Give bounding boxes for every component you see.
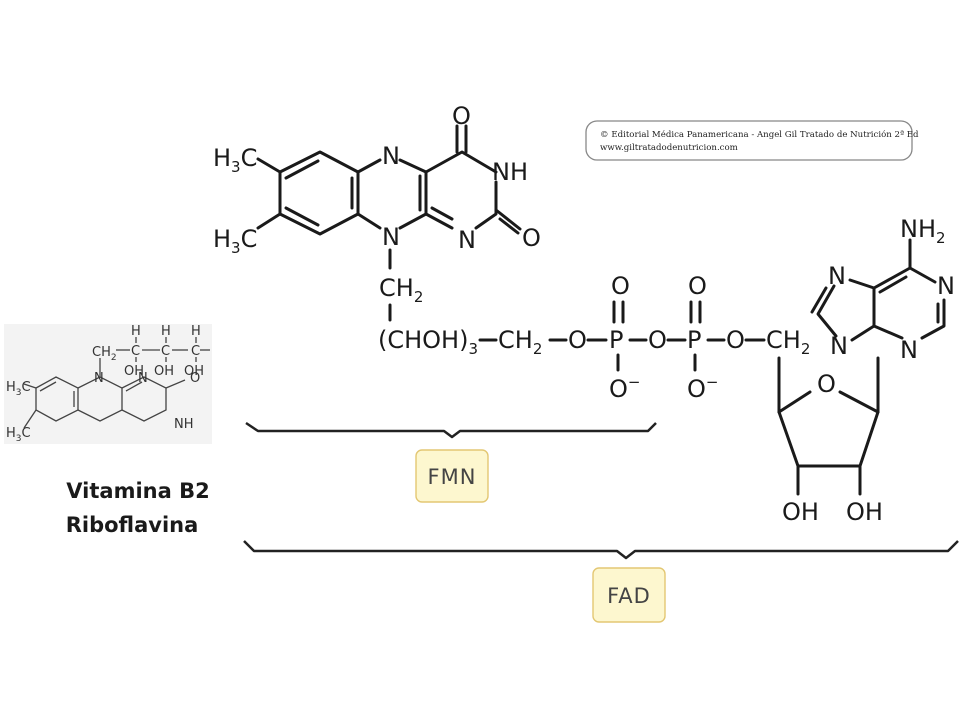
bond-c4-o	[777, 390, 812, 414]
inset-h-2-label: H	[161, 324, 171, 339]
inset-double-1	[39, 381, 57, 392]
fmn-label-box: FMN	[415, 449, 489, 503]
isoalloxazine-rings: H3C H3C N N O NH N O	[213, 102, 541, 257]
fmn-label: FMN	[428, 465, 477, 489]
methyl-7-label: H3C	[213, 144, 257, 176]
inset-n1-label: N	[138, 371, 148, 386]
bond-n3-c2-n1	[474, 180, 498, 230]
benzene-double-1	[284, 159, 320, 180]
inset-o-label: O	[190, 371, 200, 386]
adenine-bond-c5-n7	[848, 278, 876, 290]
pyrimidine-double	[430, 206, 454, 221]
fad-label: FAD	[607, 584, 651, 608]
methyl-bond-7	[256, 157, 282, 174]
ch2-label-2: CH2	[498, 326, 542, 358]
bond-n5-c-c-n10	[398, 158, 428, 230]
inset-h-1-label: H	[131, 324, 141, 339]
inset-nh-label: NH	[174, 417, 194, 432]
fad-label-box: FAD	[592, 567, 666, 623]
ch2-label-1: CH2	[379, 274, 423, 306]
o4-label: O	[452, 102, 471, 130]
inset-background	[4, 324, 212, 444]
inset-methyl-1	[23, 383, 37, 389]
adenine-bond-n7-c8-n9	[816, 284, 838, 338]
nh2-label: NH2	[900, 215, 946, 247]
ribityl-phosphate-chain: CH2 (CHOH)3 CH2 O P O O− O P O O− O CH2	[378, 248, 810, 403]
p2-label: P	[687, 326, 701, 354]
choh3-label: (CHOH)3	[378, 326, 478, 358]
nh3-label: NH	[492, 158, 528, 186]
n1-adenine-label: N	[937, 272, 955, 300]
inset-carbonyl	[165, 379, 186, 389]
methyl-8-label: H3C	[213, 225, 257, 257]
p1-oxo-label: O	[611, 272, 630, 300]
o-bridge-label: O	[648, 326, 667, 354]
adenine-bond-n1-c2-n3	[920, 298, 946, 340]
inset-methyl-2-label: H3C	[6, 426, 31, 444]
n3-label: N	[900, 336, 918, 364]
ribose-oh-3-label: OH	[782, 498, 819, 526]
inset-right-ring	[121, 376, 167, 422]
inset-oh-1-label: OH	[124, 364, 144, 379]
fmn-brace	[245, 421, 657, 439]
inset-oh-3-label: OH	[184, 364, 204, 379]
caption-vitamin-b2: Vitamina B2	[66, 479, 209, 503]
n1-label: N	[458, 226, 476, 254]
credit-box: © Editorial Médica Panamericana - Angel …	[585, 120, 919, 161]
inset-oh-2-label: OH	[154, 364, 174, 379]
adenine-double-3	[810, 286, 828, 314]
inset-n10-label: N	[94, 371, 104, 386]
benzene-double-3	[284, 206, 320, 227]
ch2-label-3: CH2	[766, 326, 810, 358]
inset-c-2-label: C	[161, 344, 170, 359]
o-ester-2-label: O	[726, 326, 745, 354]
p2-o-minus-label: O−	[687, 373, 718, 403]
o2-label: O	[522, 224, 541, 252]
inset-methyl-1-label: H3C	[6, 380, 31, 398]
c2-carbonyl-a	[494, 208, 522, 231]
adenine: NH2 N N N N	[810, 215, 955, 364]
inset-ch2-label: CH2	[92, 345, 117, 363]
inset-double-3	[125, 381, 143, 392]
p1-o-minus-label: O−	[609, 373, 640, 403]
inset-c-1-label: C	[131, 344, 140, 359]
methyl-bond-8	[256, 212, 282, 230]
p2-oxo-label: O	[688, 272, 707, 300]
ribose-ring: O OH OH	[777, 356, 883, 526]
n9-label: N	[830, 332, 848, 360]
bond-c-n10	[356, 212, 382, 230]
caption-riboflavina: Riboflavina	[66, 513, 199, 537]
c2-carbonyl-b	[498, 217, 520, 235]
bond-o-c1	[838, 390, 880, 414]
o-ester-1-label: O	[568, 326, 587, 354]
credit-line-1: © Editorial Médica Panamericana - Angel …	[600, 129, 919, 140]
n7-label: N	[828, 262, 846, 290]
benzene-ring	[278, 150, 360, 236]
bond-c4a-c4-n3	[424, 150, 498, 174]
inset-methyl-2	[23, 409, 37, 429]
ribose-o-label: O	[817, 370, 836, 398]
inset-h-3-label: H	[191, 324, 201, 339]
credit-line-2: www.giltratadodenutricion.com	[600, 143, 738, 153]
bond-c1-c2-c3-c4	[777, 410, 880, 468]
fad-brace	[243, 540, 959, 560]
n10-label: N	[382, 223, 400, 251]
n5-label: N	[382, 142, 400, 170]
p1-label: P	[609, 326, 623, 354]
inset-c-3-label: C	[191, 344, 200, 359]
ribose-oh-2-label: OH	[846, 498, 883, 526]
bond-c10a-n1	[424, 212, 454, 230]
inset-middle-ring	[77, 376, 123, 422]
adenine-bond-n3-c4-c5	[872, 286, 904, 340]
bond-c-n5	[356, 158, 382, 174]
adenine-bond-n9-c4	[850, 324, 876, 342]
riboflavin-inset: H3C H3C N N NH O CH2 H H H C C C OH OH O…	[4, 324, 212, 444]
adenine-double-1	[878, 275, 908, 294]
